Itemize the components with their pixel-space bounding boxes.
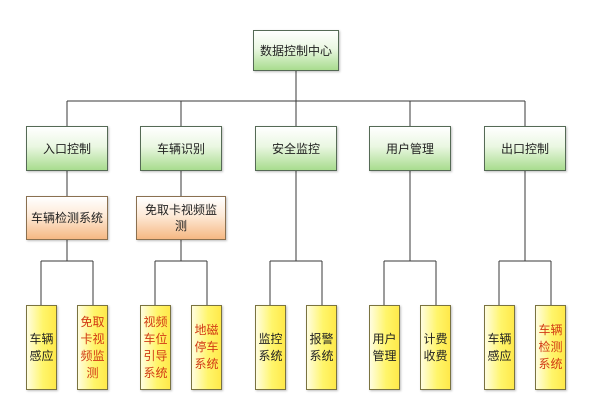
category-vehicle-recognition: 车辆识别 <box>140 126 222 171</box>
leaf-label: 车辆感应 <box>487 331 512 363</box>
category-user-management: 用户管理 <box>369 126 451 171</box>
category-exit-control: 出口控制 <box>484 126 566 171</box>
leaf-node: 视频车位引导系统 <box>140 305 171 390</box>
leaf-node: 车辆感应 <box>484 305 515 390</box>
sub-vehicle-detection-system: 车辆检测系统 <box>26 196 108 240</box>
leaf-label: 监控系统 <box>258 331 283 363</box>
root-node: 数据控制中心 <box>253 30 339 71</box>
category-security-monitoring: 安全监控 <box>255 126 337 171</box>
category-entry-control: 入口控制 <box>26 126 108 171</box>
leaf-node: 报警系统 <box>306 305 337 390</box>
leaf-label: 用户管理 <box>372 331 397 363</box>
leaf-label: 计费收费 <box>423 331 448 363</box>
leaf-label: 车辆检测系统 <box>538 323 563 371</box>
leaf-label: 报警系统 <box>309 331 334 363</box>
leaf-label: 地磁停车系统 <box>194 323 219 371</box>
leaf-node: 用户管理 <box>369 305 400 390</box>
leaf-node: 车辆检测系统 <box>535 305 566 390</box>
leaf-label: 免取卡视频监测 <box>80 314 105 380</box>
leaf-node: 计费收费 <box>420 305 451 390</box>
leaf-node: 车辆感应 <box>26 305 57 390</box>
leaf-node: 地磁停车系统 <box>191 305 222 390</box>
leaf-node: 免取卡视频监测 <box>77 305 108 390</box>
leaf-label: 车辆感应 <box>29 331 54 363</box>
sub-card-free-video-monitoring: 免取卡视频监测 <box>136 196 226 240</box>
leaf-node: 监控系统 <box>255 305 286 390</box>
leaf-label: 视频车位引导系统 <box>143 314 168 380</box>
